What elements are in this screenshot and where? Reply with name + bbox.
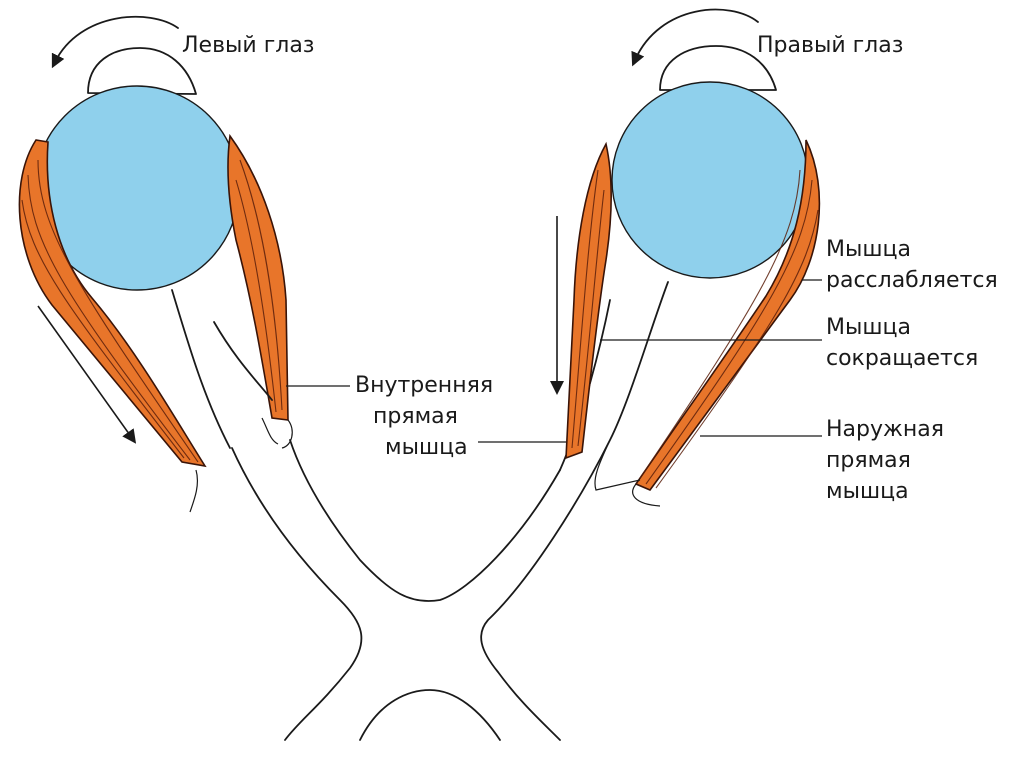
- left-eye-label: Левый глаз: [182, 30, 315, 61]
- right-eye-label: Правый глаз: [757, 30, 903, 61]
- medial-rectus-line-3: мышца: [355, 432, 493, 463]
- lateral-rectus-line-3: мышца: [826, 476, 944, 507]
- medial-rectus-label: Внутренняя прямая мышца: [355, 370, 493, 463]
- right-eye: [566, 10, 819, 506]
- lateral-rectus-line-2: прямая: [826, 445, 944, 476]
- muscle-relaxes-line-1: Мышца: [826, 234, 998, 265]
- muscle-relaxes-label: Мышца расслабляется: [826, 234, 998, 296]
- muscle-contracts-line-2: сокращается: [826, 343, 978, 374]
- right-eyeball: [612, 82, 808, 278]
- muscle-contracts-label: Мышца сокращается: [826, 312, 978, 374]
- right-medial-rectus: [566, 144, 611, 458]
- right-rotation-arrow: [635, 10, 758, 60]
- muscle-contracts-line-1: Мышца: [826, 312, 978, 343]
- optic-pathways: [232, 282, 668, 740]
- lateral-rectus-label: Наружная прямая мышца: [826, 414, 944, 507]
- medial-rectus-line-2: прямая: [355, 401, 493, 432]
- left-eye: [19, 17, 292, 512]
- muscle-relaxes-line-2: расслабляется: [826, 265, 998, 296]
- medial-rectus-line-1: Внутренняя: [355, 370, 493, 401]
- lateral-rectus-line-1: Наружная: [826, 414, 944, 445]
- left-rotation-arrow: [55, 17, 178, 62]
